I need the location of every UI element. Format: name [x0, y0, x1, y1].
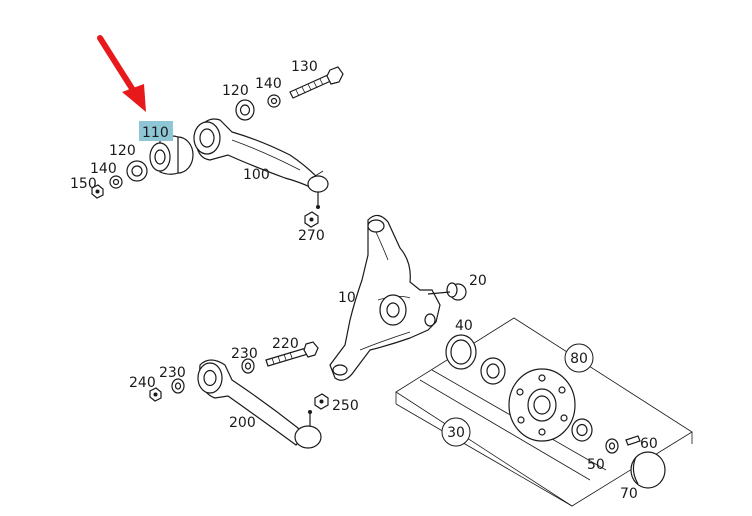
arm-100[interactable]	[193, 118, 329, 209]
nut-250[interactable]	[314, 393, 329, 410]
callout-80[interactable]: 80	[564, 343, 594, 373]
steering-knuckle-10[interactable]	[329, 214, 441, 381]
pin-60[interactable]	[625, 435, 641, 446]
washer-230-left[interactable]	[171, 378, 185, 394]
washer-120-left[interactable]	[126, 160, 148, 182]
lower-control-arm[interactable]	[149, 341, 329, 449]
label-70[interactable]: 70	[620, 486, 638, 502]
label-240[interactable]: 240	[129, 375, 156, 391]
label-120-left[interactable]: 120	[109, 143, 136, 159]
label-100[interactable]: 100	[243, 167, 270, 183]
label-50[interactable]: 50	[587, 457, 605, 473]
wheel-bearing[interactable]	[480, 357, 506, 385]
label-20[interactable]: 20	[469, 273, 487, 289]
label-30[interactable]: 30	[447, 425, 465, 441]
washer-50[interactable]	[605, 438, 619, 454]
washer-140-left[interactable]	[109, 175, 123, 189]
upper-control-arm[interactable]	[91, 66, 344, 228]
washer-120-top[interactable]	[235, 99, 255, 121]
bolt-130[interactable]	[289, 66, 344, 99]
bushing-20[interactable]	[446, 282, 467, 301]
seal-40[interactable]	[445, 334, 477, 370]
label-270[interactable]: 270	[298, 228, 325, 244]
washer-230-right[interactable]	[241, 358, 255, 374]
label-110-highlight	[139, 121, 173, 141]
bushing-110[interactable]	[149, 135, 194, 175]
arm-200[interactable]	[197, 359, 322, 449]
nut-270[interactable]	[304, 211, 319, 228]
nut-150[interactable]	[91, 184, 104, 199]
label-250[interactable]: 250	[332, 398, 359, 414]
label-220[interactable]: 220	[272, 336, 299, 352]
hub-nut[interactable]	[571, 418, 593, 442]
nut-240[interactable]	[149, 387, 162, 402]
label-40[interactable]: 40	[455, 318, 473, 334]
label-200[interactable]: 200	[229, 415, 256, 431]
label-130[interactable]: 130	[291, 59, 318, 75]
label-10[interactable]: 10	[338, 290, 356, 306]
highlight-arrow	[97, 35, 146, 112]
label-230-left[interactable]: 230	[159, 365, 186, 381]
cap-70[interactable]	[630, 451, 666, 489]
label-140-left[interactable]: 140	[90, 161, 117, 177]
leader-20	[427, 291, 451, 295]
label-80[interactable]: 80	[570, 351, 588, 367]
label-110[interactable]: 110	[142, 125, 169, 141]
hub-group-frame	[395, 317, 693, 507]
bolt-220[interactable]	[265, 341, 319, 367]
label-120-top[interactable]: 120	[222, 83, 249, 99]
washer-140-top[interactable]	[267, 94, 281, 108]
label-150[interactable]: 150	[70, 176, 97, 192]
label-140-top[interactable]: 140	[255, 76, 282, 92]
callout-30[interactable]: 30	[441, 417, 471, 447]
label-230-right[interactable]: 230	[231, 346, 258, 362]
wheel-hub-80[interactable]	[508, 368, 576, 442]
label-60[interactable]: 60	[640, 436, 658, 452]
